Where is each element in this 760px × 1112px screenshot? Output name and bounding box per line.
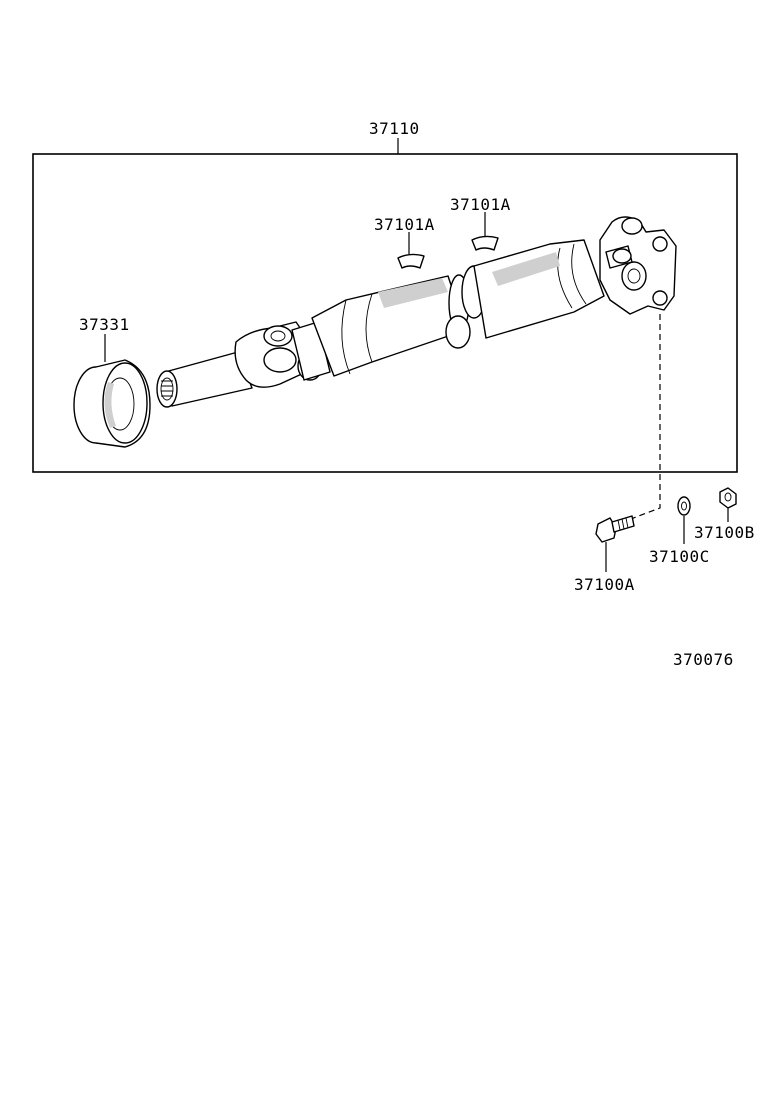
- balance-weight-1: [397, 253, 425, 269]
- assembly-frame: [32, 153, 738, 473]
- figure-number: 370076: [673, 650, 734, 669]
- label-balance-weight-1: 37101A: [374, 215, 435, 234]
- label-nut: 37100B: [694, 523, 755, 542]
- rear-tube: [461, 239, 605, 339]
- label-center-bearing: 37331: [79, 315, 130, 334]
- bolt: [595, 515, 635, 543]
- fastener-alignment-line: [627, 314, 661, 521]
- label-assembly: 37110: [369, 119, 420, 138]
- nut: [719, 487, 737, 509]
- label-bolt: 37100A: [574, 575, 635, 594]
- front-tube: [311, 274, 471, 377]
- balance-weight-2: [471, 235, 499, 251]
- flange-yoke: [599, 216, 677, 315]
- label-washer: 37100C: [649, 547, 710, 566]
- front-shaft: [156, 321, 331, 408]
- washer: [677, 496, 691, 516]
- center-bearing: [73, 359, 151, 448]
- label-balance-weight-2: 37101A: [450, 195, 511, 214]
